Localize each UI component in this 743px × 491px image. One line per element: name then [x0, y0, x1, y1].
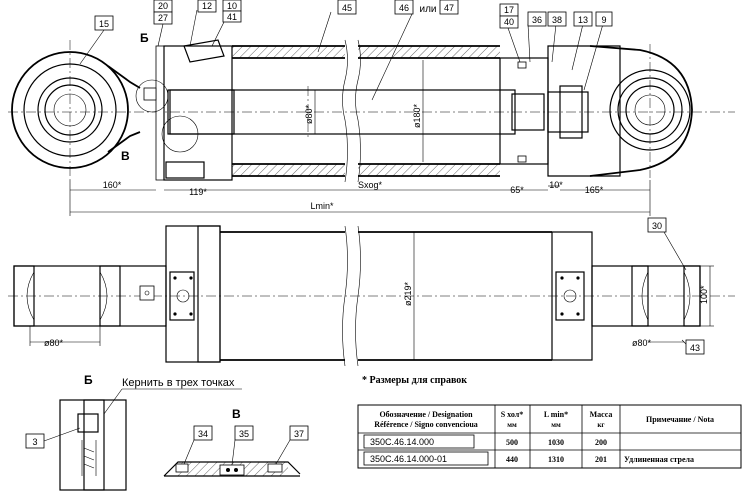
- callout-or: или: [419, 4, 436, 15]
- table-row-2-lmin: 1310: [548, 455, 564, 464]
- table-row-1-mass: 200: [595, 438, 607, 447]
- table-header-note: Примечание / Nota: [646, 415, 714, 424]
- table-header-designation-2: Référence / Signo convencioua: [374, 420, 478, 429]
- dim-eye-width: 100*: [699, 285, 709, 304]
- callout-46: 46: [399, 3, 409, 13]
- callout-12: 12: [202, 1, 212, 11]
- dim-outer-diameter: ø219*: [403, 281, 413, 306]
- dim-stroke: Sxog*: [358, 180, 383, 190]
- callout-36: 36: [532, 15, 542, 25]
- table-row-1-stroke: 500: [506, 438, 518, 447]
- table-header-lmin-2: мм: [551, 421, 561, 429]
- callout-45: 45: [342, 3, 352, 13]
- table-header-mass-1: Масса: [590, 410, 613, 419]
- callouts-top: 15 20 27 12 10 41 45 46 или 47 17 40 36 …: [94, 0, 613, 31]
- table-row-1-lmin: 1030: [548, 438, 564, 447]
- callout-41: 41: [227, 12, 237, 22]
- exterior-view: [8, 225, 735, 367]
- callout-38: 38: [552, 15, 562, 25]
- dim-165: 165*: [585, 185, 604, 195]
- dim-bore-diameter: ø180*: [412, 103, 422, 128]
- detail-b-label: Б: [84, 373, 93, 387]
- callout-47: 47: [444, 3, 454, 13]
- dim-rod-diameter: ø80*: [304, 104, 314, 124]
- callout-15: 15: [99, 19, 109, 29]
- callout-40: 40: [504, 17, 514, 27]
- dim-right-eye-diameter: ø80*: [632, 338, 652, 348]
- detail-v: В 34 35 37: [163, 407, 309, 477]
- section-view: [8, 9, 735, 216]
- dim-65: 65*: [510, 185, 524, 195]
- punch-note: Кернить в трех точках: [122, 377, 235, 389]
- callout-37: 37: [294, 429, 304, 439]
- table-row-2-designation: 350С.46.14.000-01: [370, 454, 447, 464]
- callout-9: 9: [601, 15, 606, 25]
- dim-10: 10*: [549, 180, 563, 190]
- callout-34: 34: [198, 429, 208, 439]
- table-header-stroke-1: S хол*: [501, 410, 524, 419]
- table-header-designation-1: Обозначение / Designation: [379, 410, 473, 419]
- table-header-lmin-1: L min*: [544, 410, 568, 419]
- table-header-mass-2: кг: [597, 421, 604, 429]
- right-eye: [589, 44, 693, 178]
- view-label-v: В: [121, 149, 130, 163]
- callout-10: 10: [227, 1, 237, 11]
- dim-119: 119*: [189, 187, 207, 197]
- table-row-2-stroke: 440: [506, 455, 518, 464]
- dim-lmin: Lmin*: [310, 201, 334, 211]
- table-row-1-designation: 350С.46.14.000: [370, 437, 434, 447]
- dim-left-eye-diameter: ø80*: [44, 338, 64, 348]
- callout-35: 35: [239, 429, 249, 439]
- spec-table: Обозначение / Designation Référence / Si…: [357, 404, 742, 469]
- dimensions-top: ø80* ø180* 160* 119* Sxog* 65* 10* 165* …: [103, 103, 604, 211]
- reference-note: * Размеры для справок: [362, 375, 467, 386]
- callout-13: 13: [578, 15, 588, 25]
- view-label-b: Б: [140, 31, 149, 45]
- callout-17: 17: [504, 5, 514, 15]
- table-row-2-note: Удлиненная стрела: [624, 455, 694, 464]
- callout-27: 27: [158, 13, 168, 23]
- detail-b: Б Кернить в трех точках 3: [25, 373, 242, 491]
- table-header-stroke-2: мм: [507, 421, 517, 429]
- callout-20: 20: [158, 1, 168, 11]
- dim-160: 160*: [103, 180, 122, 190]
- callout-43: 43: [690, 343, 700, 353]
- callout-30: 30: [652, 221, 662, 231]
- left-eye: [11, 40, 141, 180]
- table-row-2-mass: 201: [595, 455, 607, 464]
- detail-v-label: В: [232, 407, 241, 421]
- callout-3: 3: [32, 437, 37, 447]
